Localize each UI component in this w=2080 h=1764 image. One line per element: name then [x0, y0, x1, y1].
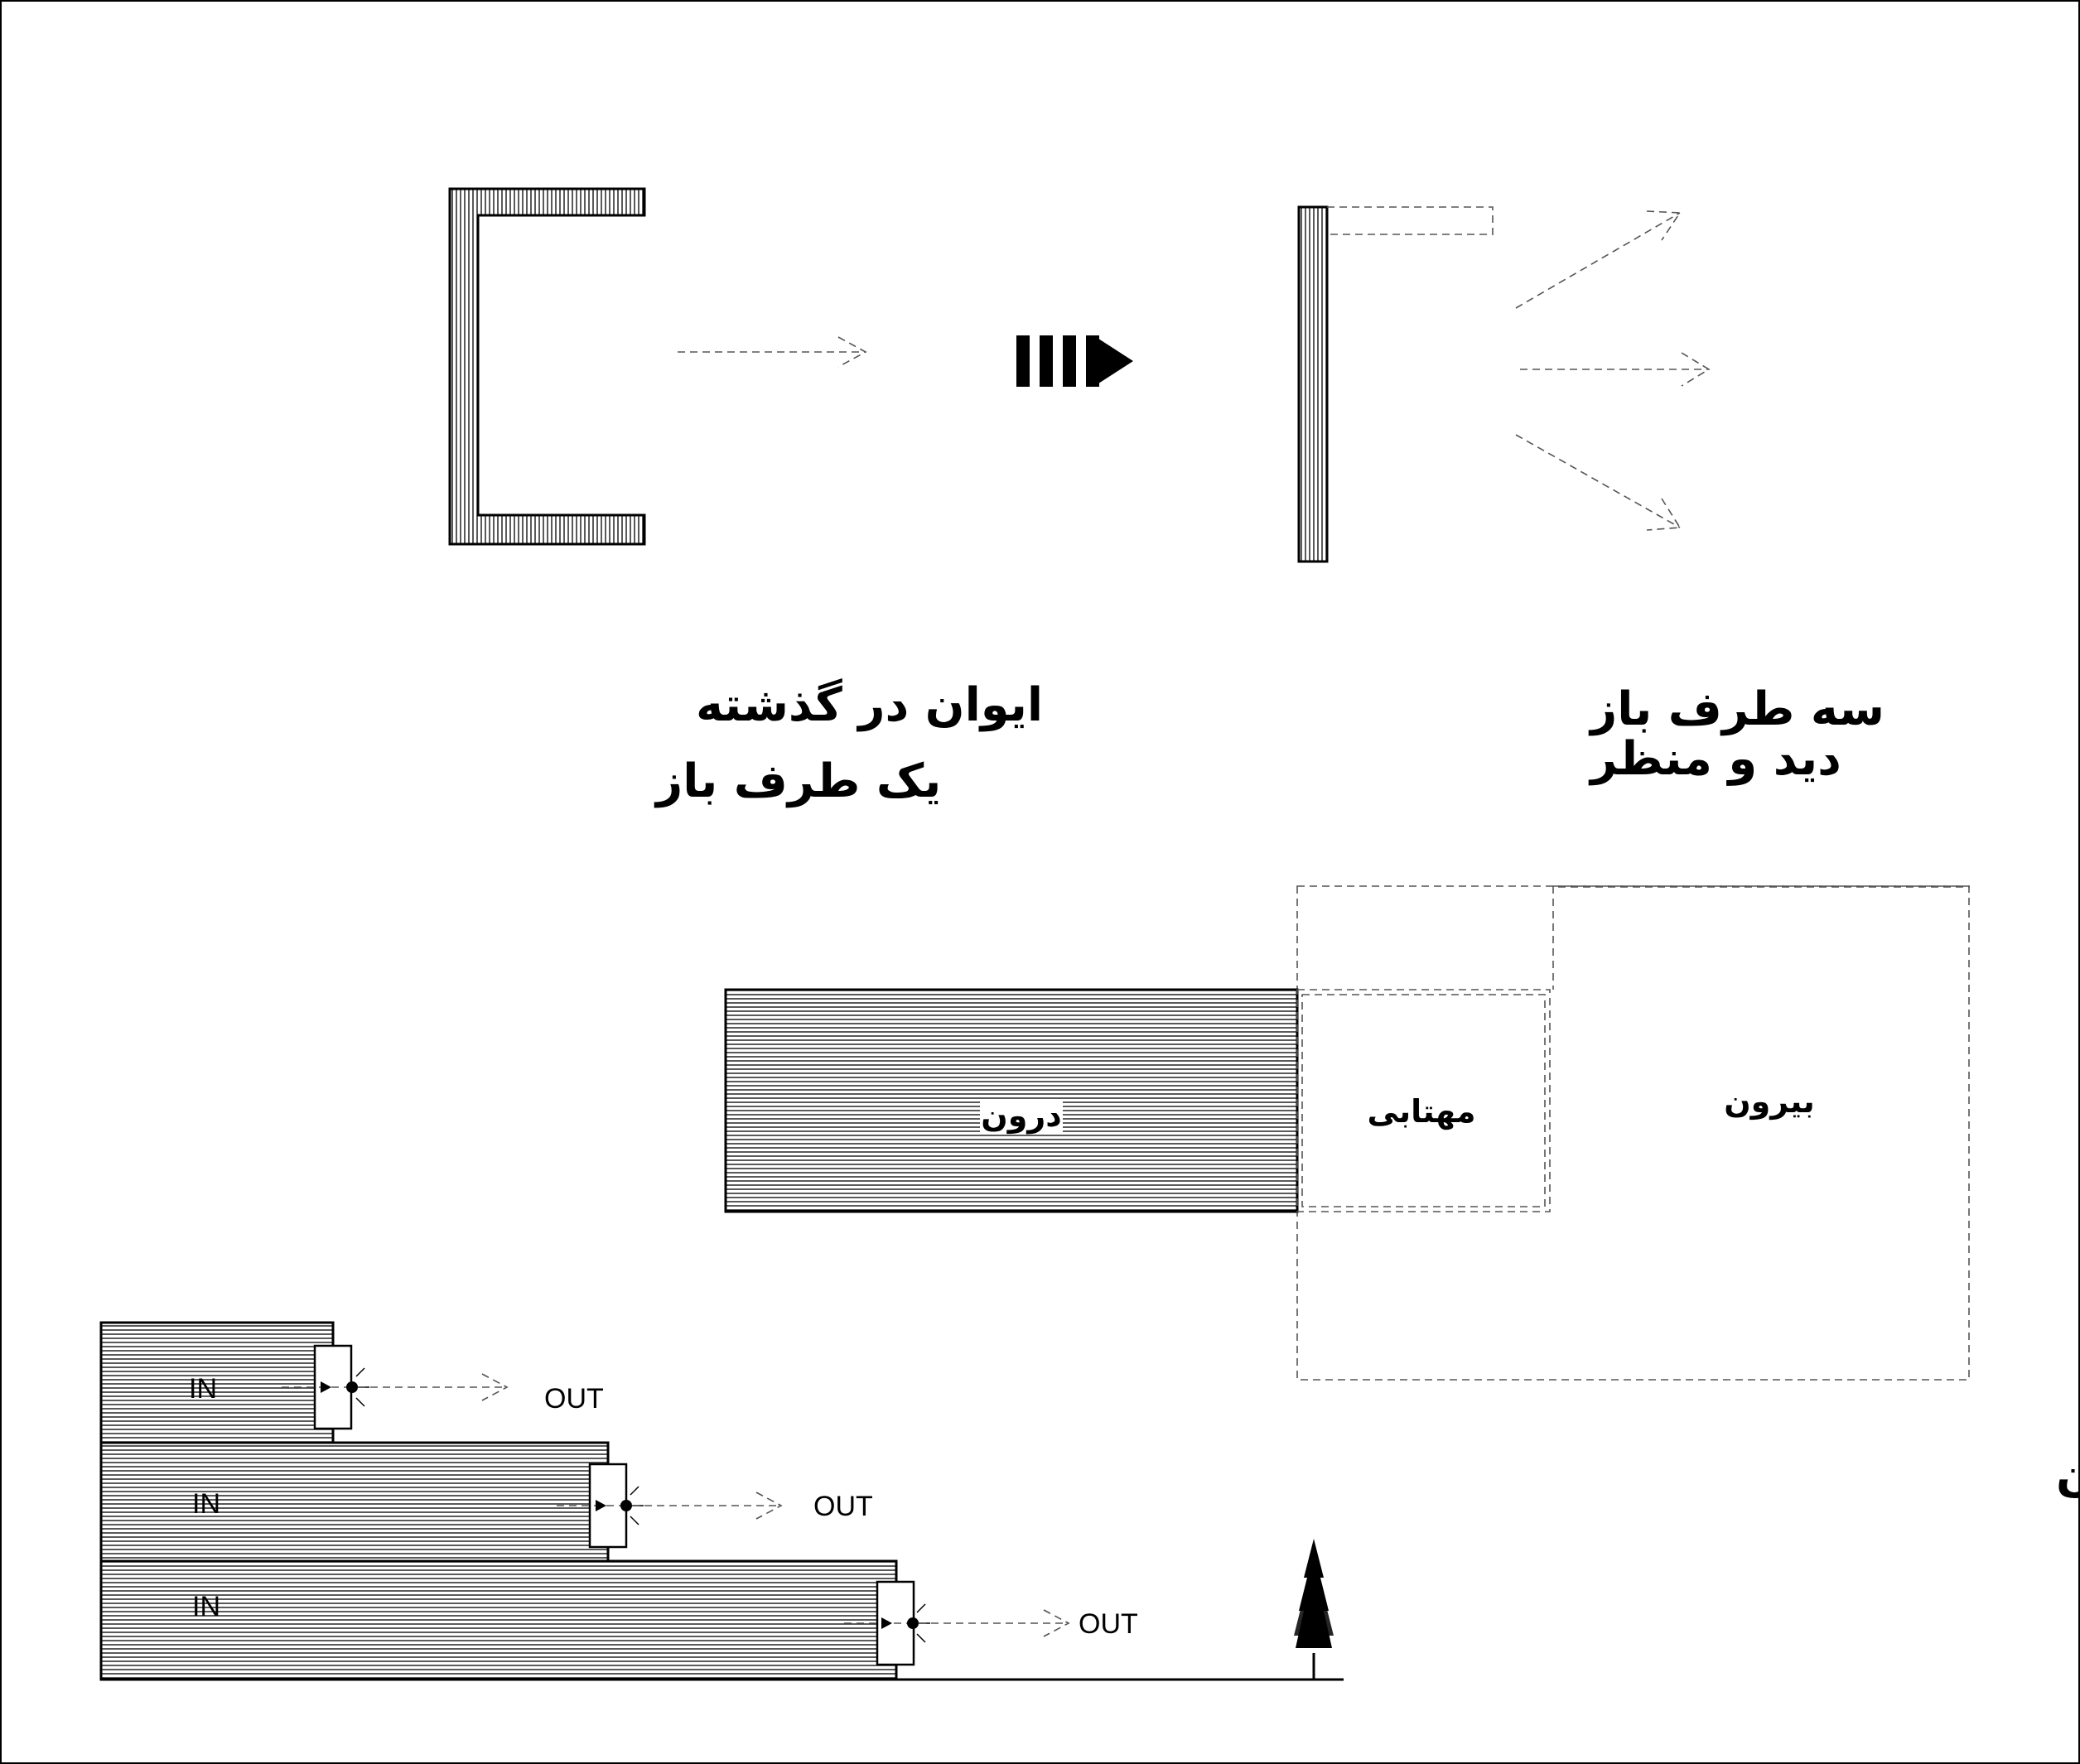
outside-zone	[1296, 885, 1970, 1381]
eye-icon	[844, 1603, 930, 1643]
tree-icon	[1294, 1539, 1334, 1680]
tier-2-in-label: IN	[192, 1488, 220, 1520]
tier-1-out-label: OUT	[544, 1383, 604, 1415]
striped-arrow-icon	[1016, 335, 1133, 387]
single-wall	[1297, 205, 1329, 563]
tier-1-view-arrow-head	[481, 1373, 509, 1401]
outside-label: بیرون	[1724, 1083, 1814, 1121]
tier-3-block	[99, 1559, 898, 1681]
inside-label: درون	[981, 1097, 1061, 1135]
tier-3: IN OUT	[99, 1559, 1138, 1681]
tier-2: IN OUT	[99, 1441, 873, 1563]
view-arrow-down	[1515, 434, 1681, 528]
tier-1-block	[99, 1321, 335, 1444]
terrace-label: مهتابی	[1367, 1093, 1475, 1130]
three-side-open-plan	[1297, 205, 1711, 563]
iwan-caption-line1: ایوان در گذشته	[696, 678, 1043, 732]
view-arrow-head	[837, 336, 867, 368]
stepped-section: IN OUT IN OUT	[99, 1321, 1344, 1681]
tier-2-block	[99, 1441, 610, 1563]
view-arrow-straight-head	[1681, 352, 1711, 387]
open-caption-line1: سه طرف باز	[1588, 682, 1885, 736]
iwan-past-plan	[448, 187, 867, 546]
iwan-wall	[448, 187, 646, 546]
terrace-zone	[1296, 989, 1551, 1212]
inside-outside-diagram: درون مهتابی بیرون	[724, 885, 1970, 1381]
terrace-zone-inner	[1301, 994, 1546, 1207]
eye-icon	[557, 1486, 644, 1525]
roof-outline	[1327, 206, 1494, 235]
tier-1-in-label: IN	[189, 1373, 217, 1405]
view-arrow-down-head	[1646, 498, 1682, 531]
inside-label-bg	[980, 1100, 1063, 1133]
tier-1: IN OUT	[99, 1321, 604, 1444]
tier-3-out-label: OUT	[1079, 1608, 1138, 1640]
view-arrow-up-head	[1646, 210, 1682, 241]
tier-3-in-label: IN	[192, 1591, 220, 1622]
tier-3-view-arrow-head	[1043, 1609, 1070, 1637]
view-arrow-up	[1515, 212, 1681, 309]
tier-2-out-label: OUT	[813, 1491, 873, 1522]
iwan-caption-line2: یک طرف باز	[654, 754, 941, 808]
transparency-caption: شفافیت و ارتباط حداکثری درون و بیرون	[2056, 1448, 2080, 1502]
eye-icon	[282, 1367, 369, 1407]
open-caption-line2: دید و منظر	[1588, 732, 1841, 786]
tier-2-view-arrow-head	[755, 1492, 783, 1520]
